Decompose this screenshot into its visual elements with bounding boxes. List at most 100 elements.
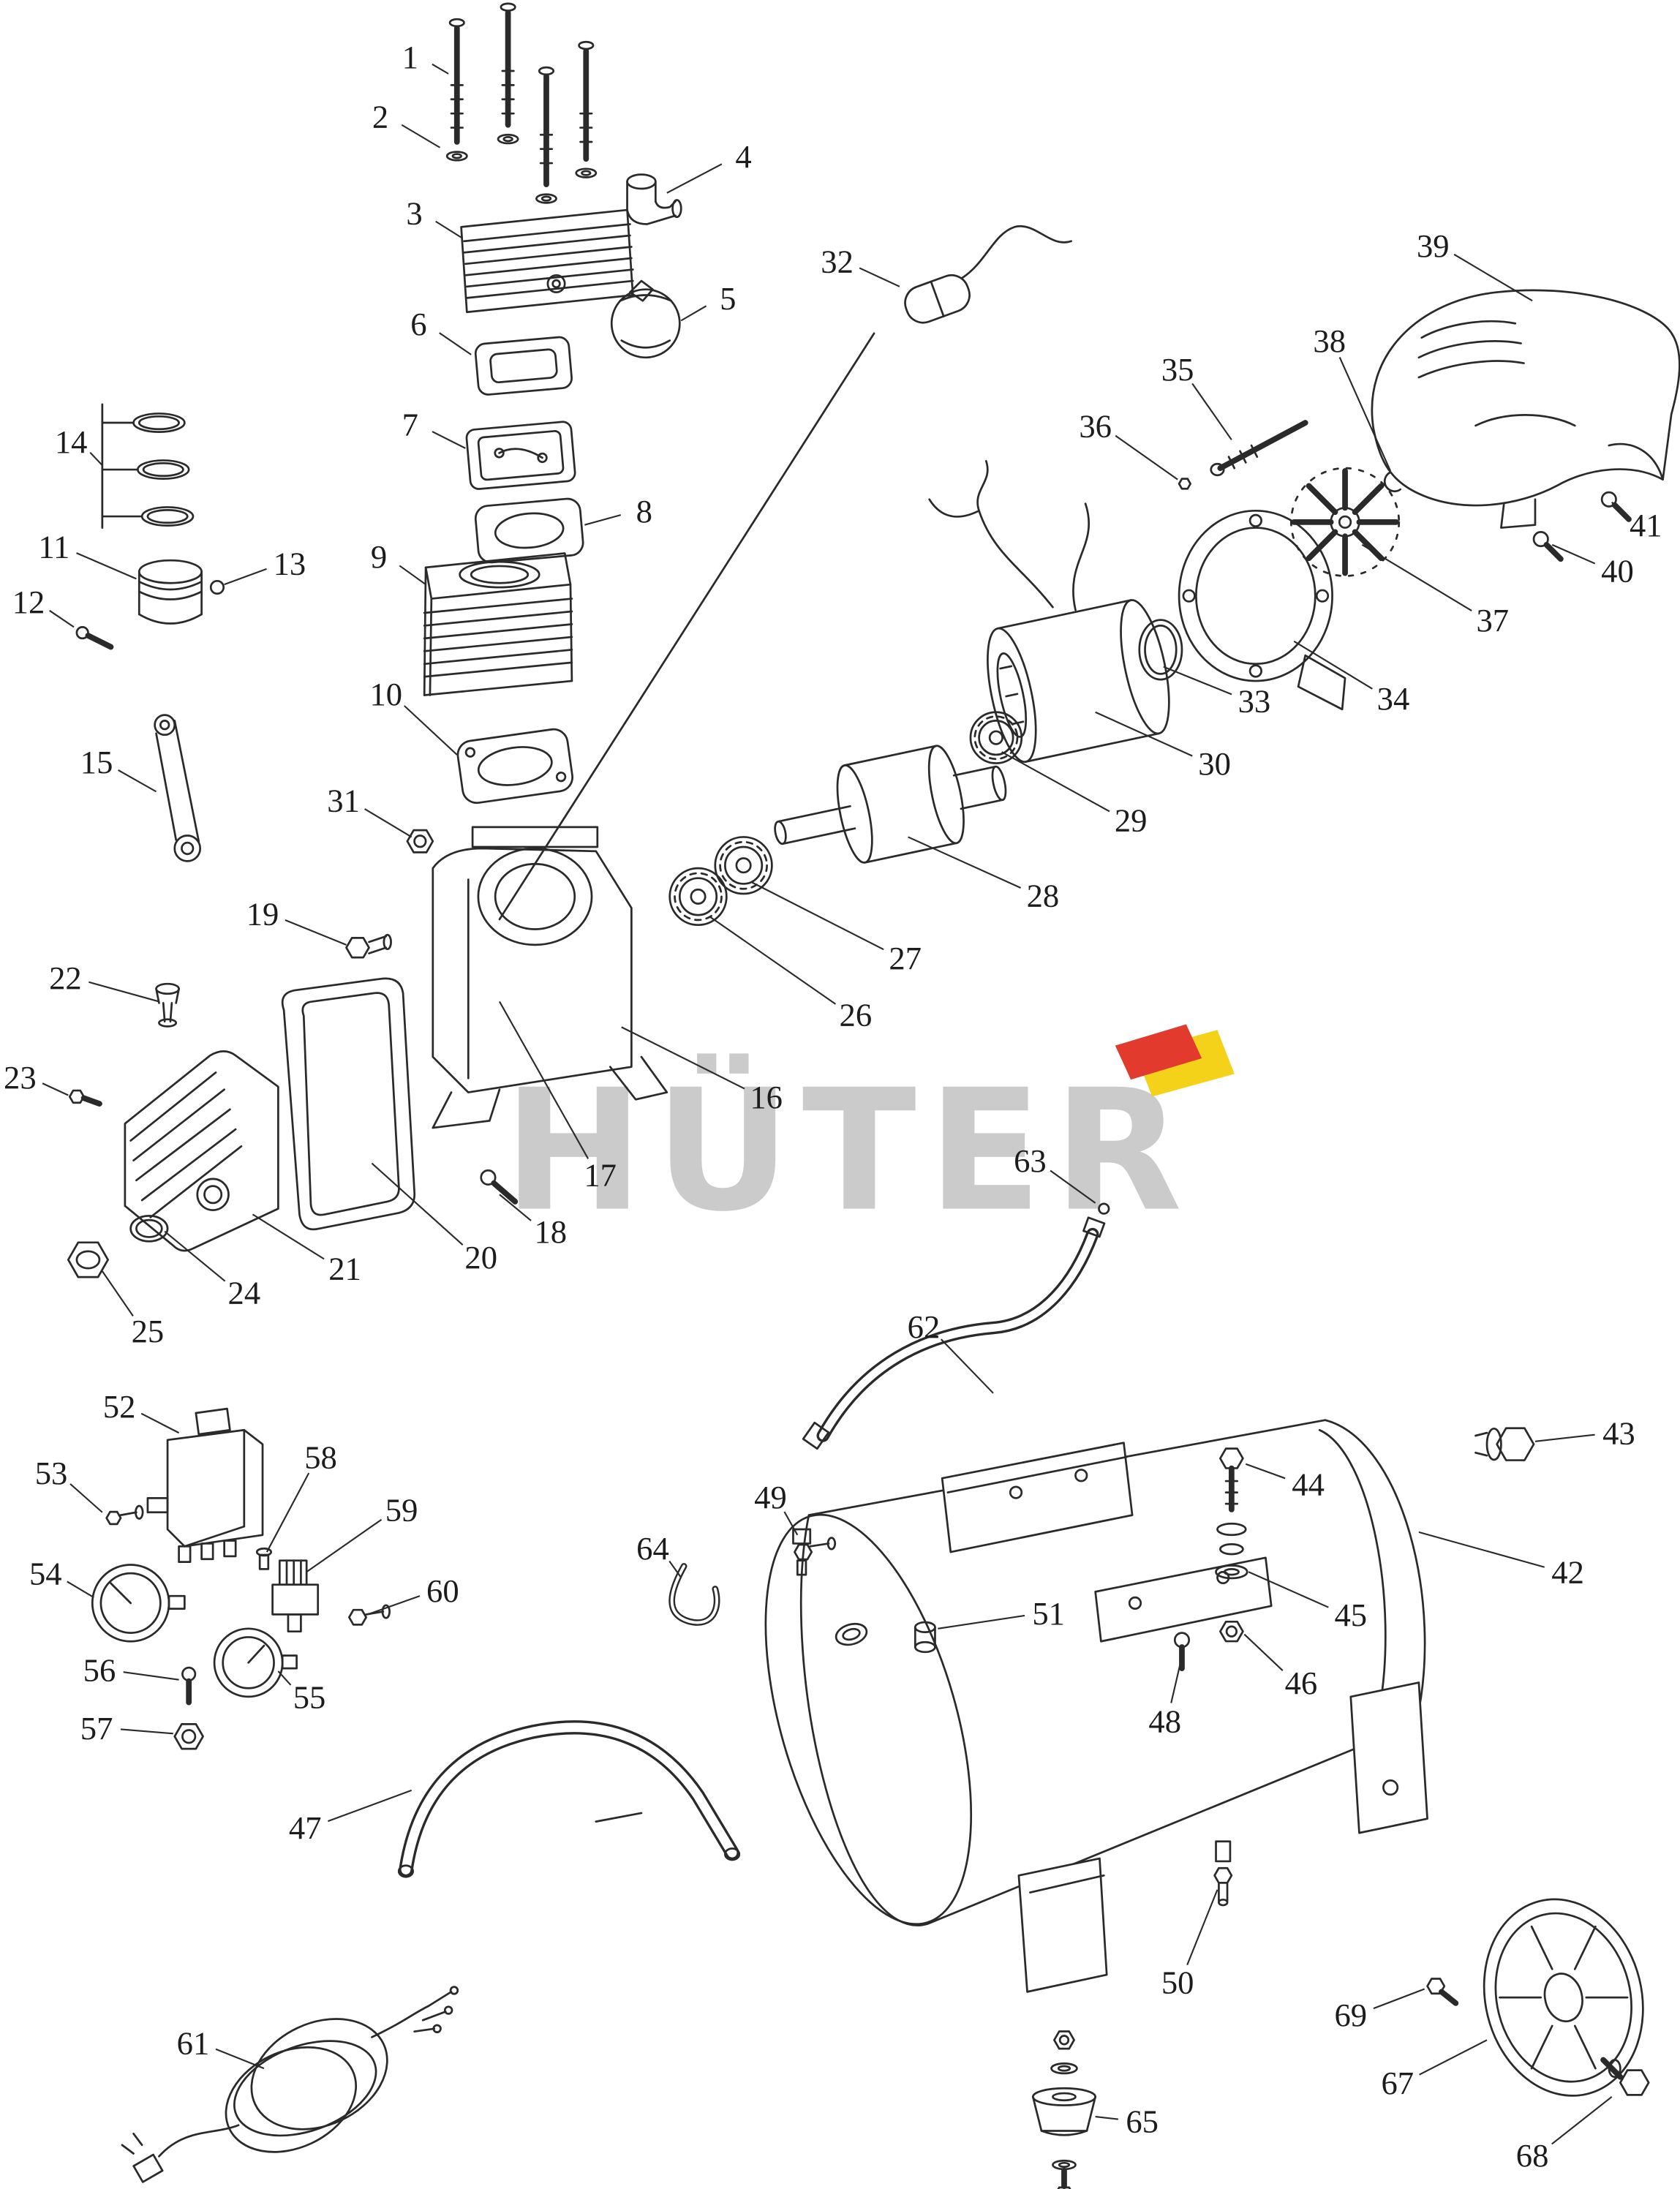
leader-line-31: [364, 808, 413, 838]
leader-line-32: [859, 267, 900, 287]
part-12-screw-drawing: [75, 626, 114, 650]
leader-line-60: [367, 1595, 421, 1616]
part-2-washers-drawing: [445, 133, 598, 204]
leader-line-58: [265, 1472, 310, 1553]
leader-line-51: [938, 1614, 1025, 1629]
part-number-56: 56: [83, 1652, 116, 1689]
part-27-bearing-drawing: [714, 836, 773, 895]
leader-line-37: [1361, 543, 1472, 611]
part-34-motor-housing-drawing: [1178, 509, 1346, 711]
leader-line-11: [76, 552, 137, 580]
part-number-32: 32: [821, 243, 854, 279]
part-number-62: 62: [908, 1308, 941, 1345]
leader-line-52: [140, 1412, 180, 1434]
part-number-68: 68: [1516, 2137, 1549, 2174]
part-52-pressure-switch-drawing: [146, 1407, 264, 1563]
part-44-bolt-drawing: [1216, 1447, 1247, 1556]
part-number-7: 7: [402, 406, 418, 442]
part-number-52: 52: [103, 1388, 136, 1425]
part-8-gasket-drawing: [474, 497, 584, 564]
part-19-fitting-drawing: [345, 933, 392, 959]
part-49-valve-drawing: [792, 1528, 837, 1576]
part-16-crankcase-drawing: [432, 332, 875, 1129]
part-number-17: 17: [584, 1157, 617, 1194]
part-21-crankcase-cover-drawing: [124, 1050, 279, 1252]
part-5-air-filter-drawing: [610, 279, 681, 359]
leader-line-61: [215, 2048, 265, 2070]
part-number-63: 63: [1014, 1142, 1047, 1179]
part-number-65: 65: [1126, 2103, 1159, 2139]
part-number-2: 2: [372, 99, 388, 135]
part-43-plug-drawing: [1474, 1427, 1535, 1461]
part-number-31: 31: [327, 783, 360, 819]
part-number-60: 60: [426, 1572, 459, 1609]
part-number-58: 58: [304, 1439, 337, 1476]
part-number-24: 24: [228, 1275, 261, 1311]
part-number-53: 53: [35, 1455, 68, 1491]
part-number-36: 36: [1079, 407, 1112, 444]
leader-line-27: [751, 881, 884, 951]
part-58-fitting-drawing: [255, 1547, 273, 1570]
leader-line-46: [1243, 1633, 1284, 1671]
part-number-57: 57: [80, 1710, 113, 1747]
leader-line-10: [404, 705, 458, 756]
leader-line-3: [435, 220, 464, 239]
part-9-cylinder-drawing: [423, 552, 573, 696]
leader-line-50: [1186, 1889, 1218, 1966]
leader-line-16: [621, 1026, 745, 1090]
part-number-47: 47: [289, 1809, 322, 1846]
leader-line-29: [1001, 751, 1110, 813]
part-number-18: 18: [534, 1213, 567, 1250]
part-number-6: 6: [410, 306, 426, 342]
part-46-nut-drawing: [1218, 1620, 1244, 1643]
leader-line-64: [668, 1560, 682, 1578]
leader-line-63: [1050, 1169, 1096, 1204]
part-number-22: 22: [49, 960, 82, 996]
leader-line-7: [432, 431, 466, 449]
part-64-tube-drawing: [668, 1563, 720, 1626]
leader-line-14: [89, 451, 103, 466]
part-50-drain-drawing: [1213, 1840, 1233, 1907]
part-number-3: 3: [406, 195, 422, 231]
leader-line-28: [908, 836, 1022, 889]
leader-line-8: [584, 514, 622, 526]
part-number-46: 46: [1285, 1665, 1318, 1701]
leader-line-23: [42, 1082, 69, 1096]
leader-line-21: [252, 1213, 325, 1260]
watermark-logo-red: [1115, 1024, 1202, 1080]
part-63-fitting-drawing: [1098, 1202, 1110, 1215]
leader-line-33: [1163, 666, 1232, 696]
part-6-gasket-drawing: [474, 336, 573, 396]
part-31-nut-hole: [413, 834, 427, 848]
leader-line-40: [1551, 543, 1596, 565]
part-number-28: 28: [1027, 877, 1060, 913]
leader-line-56: [123, 1671, 179, 1681]
part-number-37: 37: [1476, 602, 1509, 638]
leader-line-22: [88, 981, 159, 1003]
part-56-screw-drawing: [181, 1666, 197, 1706]
part-number-54: 54: [29, 1556, 62, 1592]
part-42-tank-drawing: [764, 1419, 1428, 1993]
leader-line-55: [277, 1670, 292, 1686]
part-number-14: 14: [55, 423, 88, 460]
part-number-9: 9: [371, 538, 387, 575]
leader-line-67: [1419, 2039, 1488, 2076]
leader-line-20: [371, 1162, 464, 1246]
part-36-nut-drawing: [1178, 478, 1191, 490]
leader-line-49: [783, 1511, 799, 1536]
part-54-gauge-drawing: [91, 1564, 186, 1643]
part-30-stator-drawing: [928, 460, 1170, 764]
leader-line-5: [680, 305, 707, 322]
leader-line-4: [666, 163, 723, 194]
part-number-21: 21: [328, 1251, 361, 1287]
part-47-handle-drawing: [397, 1720, 741, 1878]
part-35-bolt-drawing: [1210, 420, 1308, 477]
part-55-gauge-drawing: [213, 1627, 298, 1698]
leader-line-47: [328, 1789, 413, 1823]
leader-line-36: [1115, 434, 1178, 481]
part-number-44: 44: [1292, 1466, 1325, 1502]
part-53-fitting-drawing: [105, 1504, 144, 1526]
part-number-55: 55: [293, 1679, 326, 1715]
part-68-axle-bolt-drawing: [1600, 2057, 1650, 2096]
